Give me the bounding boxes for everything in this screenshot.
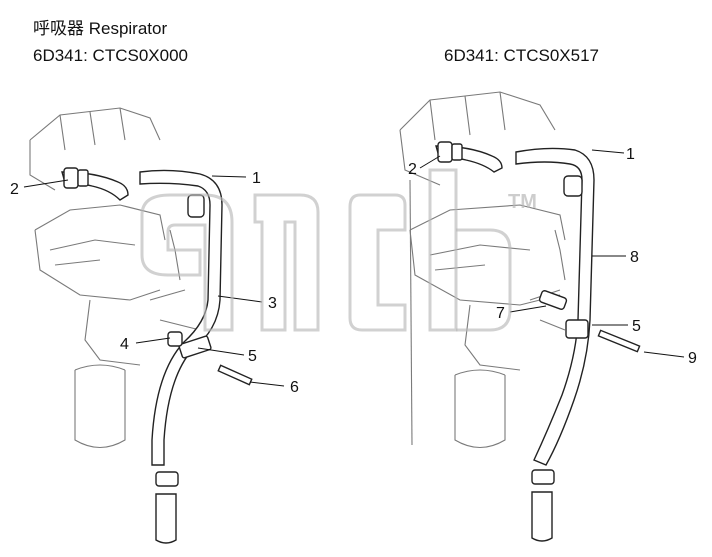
callout-left-3: 3 xyxy=(268,295,277,312)
callout-right-8: 8 xyxy=(630,249,639,266)
right-engine-outline xyxy=(399,91,566,449)
callout-left-5: 5 xyxy=(248,348,257,365)
callout-right-2: 2 xyxy=(408,161,417,178)
watermark-logo: TM xyxy=(140,168,537,332)
left-callouts: 2 1 3 4 5 6 xyxy=(10,170,299,396)
callout-right-5: 5 xyxy=(632,318,641,335)
left-leader-lines xyxy=(23,175,285,387)
callout-right-1: 1 xyxy=(626,146,635,163)
left-engine-outline xyxy=(29,107,201,449)
callout-left-2: 2 xyxy=(10,181,19,198)
callout-left-1: 1 xyxy=(252,170,261,187)
callout-right-7: 7 xyxy=(496,305,505,322)
right-breather-tube xyxy=(435,141,641,542)
left-variant-code: 6D341: CTCS0X000 xyxy=(33,46,188,65)
right-callouts: 2 1 8 7 5 9 xyxy=(408,146,697,367)
right-leader-lines xyxy=(419,149,685,358)
left-breather-tube xyxy=(61,167,253,544)
diagram-title: 呼吸器 Respirator xyxy=(33,19,168,38)
right-variant-code: 6D341: CTCS0X517 xyxy=(444,46,599,65)
trademark-mark: TM xyxy=(508,191,537,213)
callout-left-4: 4 xyxy=(120,336,129,353)
callout-right-9: 9 xyxy=(688,350,697,367)
callout-left-6: 6 xyxy=(290,379,299,396)
